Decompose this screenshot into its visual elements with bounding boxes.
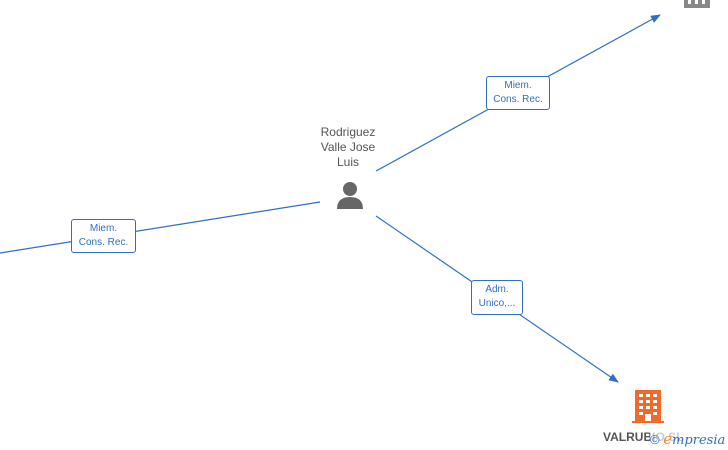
edge-label-bottom-right[interactable]: Adm. Unico,...	[471, 280, 523, 315]
person-icon[interactable]	[337, 182, 363, 209]
person-name-line: Valle Jose	[320, 140, 376, 154]
edge-label-line: Miem.	[89, 223, 118, 234]
empresia-watermark: © empresia	[650, 430, 726, 448]
person-name[interactable]: Rodriguez Valle Jose Luis	[308, 125, 388, 170]
person-name-line: Rodriguez	[320, 125, 376, 139]
edge-label-line: Miem.	[504, 80, 532, 91]
building-windows	[688, 0, 705, 4]
edge-line-left	[0, 201, 321, 254]
edge-label-line: Adm.	[485, 284, 509, 295]
edge-label-left[interactable]: Miem. Cons. Rec.	[71, 219, 136, 253]
watermark-rest: mpresia	[672, 433, 726, 448]
watermark-e: e	[663, 430, 673, 448]
edge-label-line: Cons. Rec.	[78, 237, 129, 248]
copyright-symbol: ©	[650, 432, 660, 447]
edge-label-line: Cons. Rec.	[493, 94, 543, 105]
edge-label-line: Unico,...	[478, 298, 516, 309]
person-name-line: Luis	[336, 155, 359, 169]
edge-label-top-right[interactable]: Miem. Cons. Rec.	[486, 76, 550, 110]
building-icon[interactable]	[632, 390, 664, 423]
